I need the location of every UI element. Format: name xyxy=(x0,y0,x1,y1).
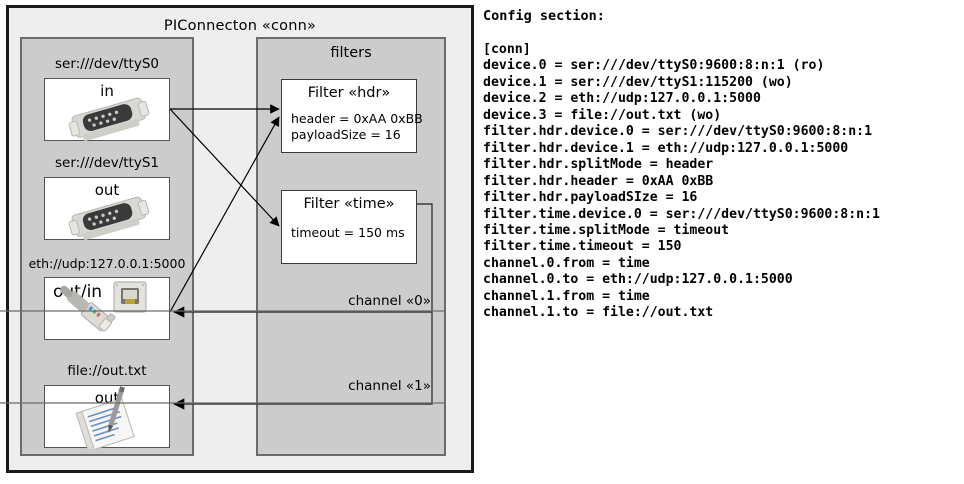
device-label-eth: eth://udp:127.0.0.1:5000 xyxy=(28,256,186,271)
config-line: filter.time.timeout = 150 xyxy=(483,239,682,255)
device-box-ttys0[interactable]: in xyxy=(44,78,170,141)
config-line: device.0 = ser:///dev/ttyS0:9600:8:n:1 (… xyxy=(483,58,825,74)
config-line: filter.time.device.0 = ser:///dev/ttyS0:… xyxy=(483,206,880,222)
config-line: filter.hdr.splitMode = header xyxy=(483,157,714,173)
filter-box-time[interactable]: Filter «time» timeout = 150 ms xyxy=(281,190,417,264)
filter-box-hdr[interactable]: Filter «hdr» header = 0xAA 0xBB payloadS… xyxy=(281,79,423,153)
config-line: filter.hdr.header = 0xAA 0xBB xyxy=(483,173,714,189)
config-line: filter.hdr.payloadSIze = 16 xyxy=(483,190,698,206)
device-label-ttys0: ser:///dev/ttyS0 xyxy=(55,56,159,72)
filter-attr-timeout: timeout = 150 ms xyxy=(291,225,405,240)
config-lines: [conn]device.0 = ser:///dev/ttyS0:9600:8… xyxy=(483,42,880,322)
filter-title-time: Filter «time» xyxy=(303,196,395,212)
device-label-ttys1: ser:///dev/ttyS1 xyxy=(55,155,159,171)
channel-label-0: channel «0» xyxy=(348,293,431,309)
filter-title-hdr: Filter «hdr» xyxy=(307,85,391,101)
device-box-file[interactable]: out xyxy=(44,385,170,449)
channel-label-1: channel «1» xyxy=(348,378,431,394)
device-label-file: file://out.txt xyxy=(67,363,147,379)
config-line: device.3 = file://out.txt (wo) xyxy=(483,107,722,123)
config-line: device.2 = eth://udp:127.0.0.1:5000 xyxy=(483,91,761,107)
config-section: Config section: [conn]device.0 = ser:///… xyxy=(478,0,964,484)
config-heading: Config section: xyxy=(483,8,605,24)
config-line: [conn] xyxy=(483,42,531,57)
device-direction-ttys1: out xyxy=(94,181,120,199)
text-file-icon xyxy=(75,386,135,449)
serial-port-icon xyxy=(68,97,150,141)
config-line: channel.0.to = eth://udp:127.0.0.1:5000 xyxy=(483,272,793,288)
filter-attr-payloadsize: payloadSize = 16 xyxy=(291,127,401,142)
ethernet-port-icon xyxy=(59,281,147,332)
config-line: channel.1.from = time xyxy=(483,288,650,304)
config-line: device.1 = ser:///dev/ttyS1:115200 (wo) xyxy=(483,74,793,90)
serial-port-icon xyxy=(68,196,150,240)
config-line: channel.0.from = time xyxy=(483,255,650,271)
piconnector-title: PIConnecton «conn» xyxy=(163,18,317,34)
config-line: channel.1.to = file://out.txt xyxy=(483,305,714,321)
filter-attr-header: header = 0xAA 0xBB xyxy=(291,111,423,126)
config-line: filter.time.splitMode = timeout xyxy=(483,222,730,238)
filters-title: filters xyxy=(330,45,372,61)
device-box-eth[interactable]: out/in xyxy=(44,277,170,340)
config-line: filter.hdr.device.1 = eth://udp:127.0.0.… xyxy=(483,140,849,156)
config-line: filter.hdr.device.0 = ser:///dev/ttyS0:9… xyxy=(483,124,873,140)
device-direction-ttys0: in xyxy=(100,82,114,100)
device-box-ttys1[interactable]: out xyxy=(44,177,170,240)
architecture-diagram: PIConnecton «conn» ser:///dev/ttyS0 in xyxy=(0,0,478,484)
